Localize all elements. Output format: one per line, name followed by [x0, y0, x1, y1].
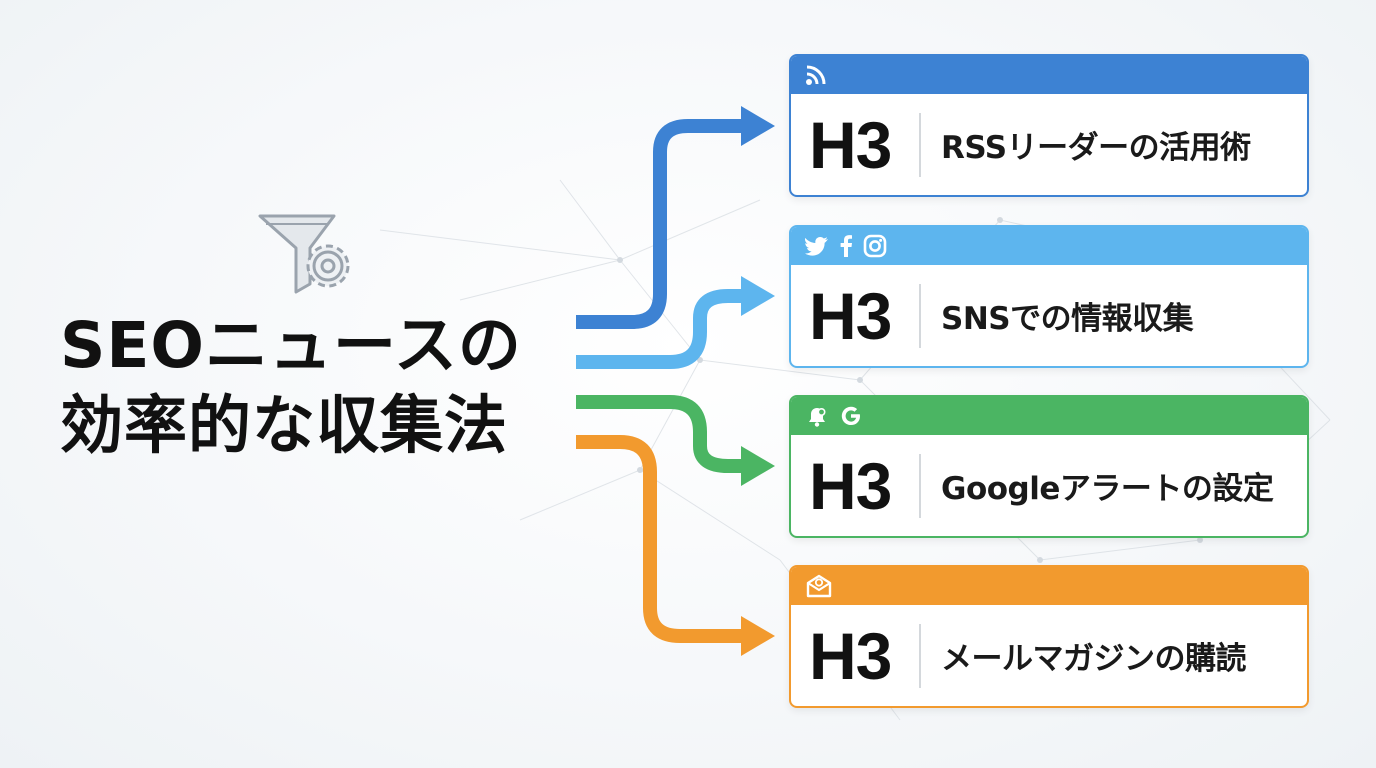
card-heading-tag: H3 [809, 278, 892, 353]
card-header-bar [791, 397, 1307, 435]
arrowhead-google [741, 446, 775, 486]
arrowhead-sns [741, 276, 775, 316]
divider [919, 283, 921, 348]
title-line-1: SEOニュースの [60, 309, 522, 382]
mail-icon [805, 574, 833, 598]
card-header-bar [791, 227, 1307, 265]
bell-icon [805, 404, 829, 428]
funnel-gear-icon [256, 208, 360, 296]
twitter-icon [805, 236, 829, 256]
card-header-bar [791, 56, 1307, 94]
funnel-icon [258, 214, 336, 294]
arrow-rss [576, 119, 745, 329]
arrowhead-rss [741, 106, 775, 146]
rss-icon [805, 64, 827, 86]
card-sns: H3 SNSでの情報収集 [789, 225, 1309, 368]
card-label: Googleアラートの設定 [941, 471, 1274, 507]
card-heading-tag: H3 [809, 618, 892, 693]
arrowhead-mail [741, 616, 775, 656]
instagram-icon [863, 234, 887, 258]
google-icon [839, 404, 863, 428]
arrow-sns [576, 289, 745, 369]
card-mail-magazine: H3 メールマガジンの購読 [789, 565, 1309, 708]
divider [919, 623, 921, 688]
card-label: RSSリーダーの活用術 [941, 130, 1251, 166]
card-rss: H3 RSSリーダーの活用術 [789, 54, 1309, 197]
divider [919, 453, 921, 518]
card-label: SNSでの情報収集 [941, 301, 1194, 337]
card-google-alerts: H3 Googleアラートの設定 [789, 395, 1309, 538]
title-line-2: 効率的な収集法 [60, 389, 508, 462]
card-header-bar [791, 567, 1307, 605]
card-label: メールマガジンの購読 [941, 641, 1247, 677]
arrow-google [576, 395, 745, 473]
card-heading-tag: H3 [809, 107, 892, 182]
main-title: SEOニュースの 効率的な収集法 [60, 306, 560, 466]
divider [919, 112, 921, 177]
arrow-mail [576, 435, 745, 643]
facebook-icon [839, 235, 853, 257]
card-heading-tag: H3 [809, 448, 892, 523]
gear-icon [306, 244, 350, 288]
